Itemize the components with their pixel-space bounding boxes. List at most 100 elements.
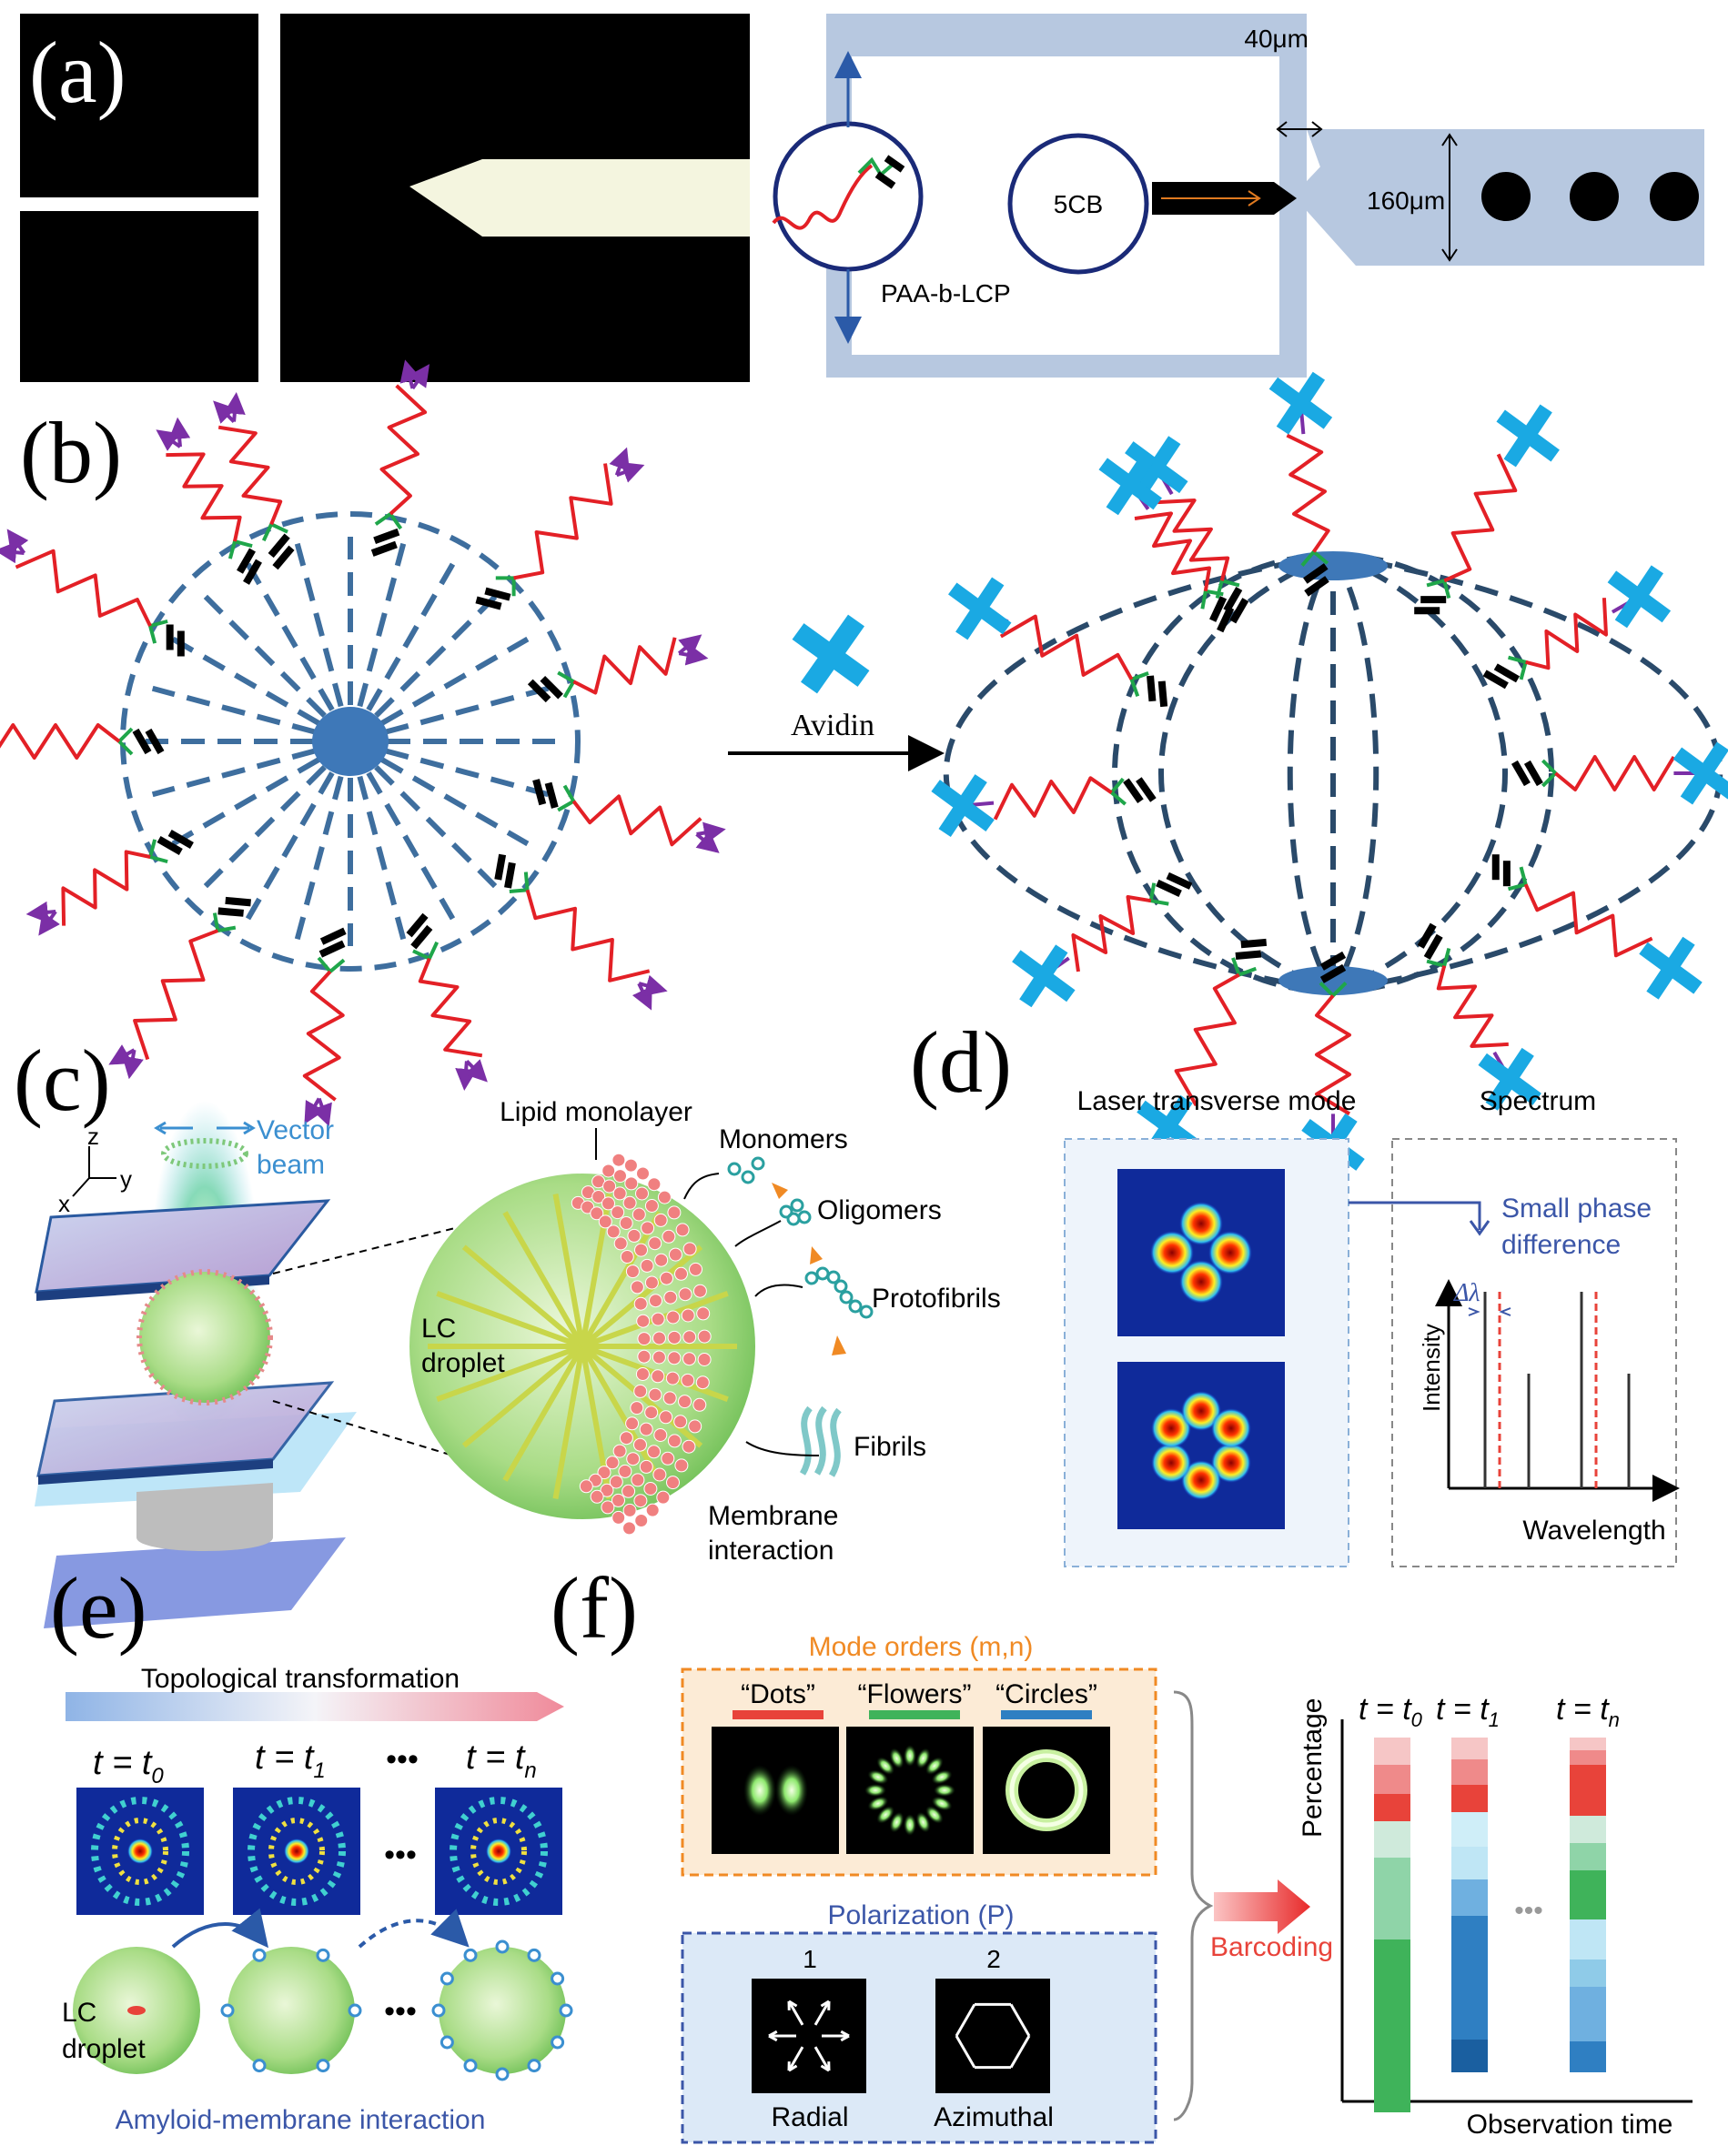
lipid-label: Lipid monolayer <box>500 1097 692 1127</box>
barcoding-arrow <box>1214 1879 1310 1934</box>
pol-number-1: 1 <box>803 1945 817 1973</box>
pol-number-2: 2 <box>986 1945 1001 1973</box>
topological-label: Topological transformation <box>141 1664 460 1694</box>
spectrum-title: Spectrum <box>1480 1086 1596 1116</box>
polarization-title: Polarization (P) <box>827 1900 1014 1930</box>
stage-fibrils: Fibrils <box>854 1432 926 1462</box>
droplet-dot-2 <box>1570 172 1619 221</box>
e-time-n: t = tn <box>466 1738 537 1783</box>
spectrum-plot: Δλ Intensity Wavelength <box>1418 1279 1680 1546</box>
membrane-label-2: interaction <box>708 1536 834 1566</box>
stage-oligomers: Oligomers <box>817 1195 942 1225</box>
e-ellipsis-top: ••• <box>386 1742 419 1777</box>
stage-monomers: Monomers <box>719 1124 848 1154</box>
droplet-dot-3 <box>1650 172 1699 221</box>
mode-dots-label: “Dots” <box>741 1679 815 1709</box>
barcoding-label: Barcoding <box>1210 1932 1333 1962</box>
panel-c: (c) z y x Vector beam <box>14 1032 1001 1628</box>
barcode-ellipsis: ••• <box>1514 1896 1543 1926</box>
mode-circles-image <box>983 1727 1110 1854</box>
mode-orders-title: Mode orders (m,n) <box>809 1632 1034 1662</box>
spectrum-ylabel: Intensity <box>1418 1324 1445 1412</box>
f-time-n: t = tn <box>1556 1692 1620 1731</box>
beam-label-1: Vector <box>257 1115 334 1145</box>
objective-lens <box>136 1483 273 1551</box>
amyloid-interaction-label: Amyloid-membrane interaction <box>116 2105 486 2135</box>
mode-flowers-label: “Flowers” <box>858 1679 972 1709</box>
topological-arrow <box>66 1692 564 1721</box>
e-time-0: t = t0 <box>93 1744 164 1788</box>
panel-f: (f) Mode orders (m,n) “Dots” “Flowers” “… <box>551 1559 1693 2144</box>
axis-x: x <box>58 1190 70 1217</box>
avidin-label: Avidin <box>791 709 874 742</box>
avidin-reaction-arrow: Avidin <box>728 614 945 771</box>
amyloid-pathway: Monomers Oligomers Protofibrils Fibrils … <box>683 1124 1001 1566</box>
mode-dots-swatch <box>733 1710 824 1719</box>
spectrum-box <box>1391 1138 1677 1567</box>
barcode-xlabel: Observation time <box>1467 2110 1673 2140</box>
stage-protofibrils: Protofibrils <box>872 1284 1001 1314</box>
mode-flowers-swatch <box>869 1710 960 1719</box>
lipid-beads <box>571 1153 712 1536</box>
panel-e: (e) Topological transformation t = t0 t … <box>50 1559 573 2135</box>
mode-title: Laser transverse mode <box>1077 1086 1357 1116</box>
polymer-label: PAA-b-LCP <box>881 279 1011 307</box>
membrane-label-1: Membrane <box>708 1501 838 1531</box>
panel-letter-c: (c) <box>14 1032 111 1129</box>
pol-name-azimuthal: Azimuthal <box>934 2102 1054 2132</box>
pol-name-radial: Radial <box>771 2102 848 2132</box>
axis-y: y <box>120 1165 132 1193</box>
barcode-ylabel: Percentage <box>1298 1698 1328 1838</box>
spectrum-xlabel: Wavelength <box>1522 1516 1665 1546</box>
azimuthal-polarization-image <box>935 1979 1050 2093</box>
axis-z: z <box>87 1123 99 1150</box>
avidin-icon <box>792 614 870 694</box>
droplet-small <box>136 1269 273 1405</box>
microscope-schematic: z y x Vector beam <box>35 1101 529 1628</box>
e-droplet-n <box>439 1947 566 2074</box>
inner-droplet-circle <box>1007 133 1149 275</box>
brace <box>1173 1690 1214 2121</box>
panel-letter-e: (e) <box>50 1559 147 1657</box>
bipolar-droplet <box>931 371 1728 1176</box>
micrograph-tile-bottom-left <box>20 211 258 382</box>
phase-label-1: Small phase <box>1501 1194 1652 1224</box>
height-label: 160μm <box>1367 186 1445 215</box>
mode-image-six-lobes <box>1117 1362 1285 1529</box>
droplet-label-2: droplet <box>421 1348 505 1378</box>
panel-letter-f: (f) <box>551 1559 638 1657</box>
e-droplet-label-2: droplet <box>62 2034 146 2064</box>
inner-label: 5CB <box>1054 190 1103 218</box>
panel-letter-d: (d) <box>910 1013 1012 1111</box>
e-droplet-1 <box>227 1947 355 2074</box>
e-droplet-label-1: LC <box>62 1998 96 2028</box>
e-ellipsis-mid: ••• <box>384 1838 417 1872</box>
phase-label-2: difference <box>1501 1230 1621 1260</box>
panel-letter-b: (b) <box>20 404 122 501</box>
barcode-plot: Percentage Observation time t = t0 t = t… <box>1298 1692 1693 2140</box>
mode-image-four-lobes <box>1117 1169 1285 1336</box>
mode-circles-swatch <box>1001 1710 1092 1719</box>
f-time-0: t = t0 <box>1359 1692 1423 1731</box>
droplet-large: Lipid monolayer LC droplet <box>409 1097 755 1536</box>
micrograph-tile-top-left <box>20 14 258 197</box>
droplet-label-1: LC <box>421 1314 456 1344</box>
e-time-1: t = t1 <box>255 1738 326 1783</box>
micrograph-channel-bright <box>409 159 750 237</box>
beam-label-2: beam <box>257 1150 325 1180</box>
channel-schematic: PAA-b-LCP 5CB 40μm 160μm <box>772 14 1704 378</box>
radial-droplet <box>0 359 726 1127</box>
polymer-green-link <box>857 156 895 178</box>
panel-b: (b) Avidin <box>0 359 1728 1176</box>
droplet-dot-1 <box>1481 172 1531 221</box>
radial-polarization-image <box>752 1979 866 2093</box>
f-time-1: t = t1 <box>1436 1692 1500 1731</box>
polymer-red-chain <box>772 164 874 230</box>
width-label: 40μm <box>1244 25 1309 53</box>
panel-a: (a) PAA-b-LCP 5CB 40μm <box>20 14 1704 382</box>
delta-lambda: Δλ <box>1453 1279 1480 1307</box>
e-ellipsis-bottom: ••• <box>384 1994 417 2029</box>
mode-circles-label: “Circles” <box>995 1679 1097 1709</box>
panel-letter-a: (a) <box>29 24 126 121</box>
